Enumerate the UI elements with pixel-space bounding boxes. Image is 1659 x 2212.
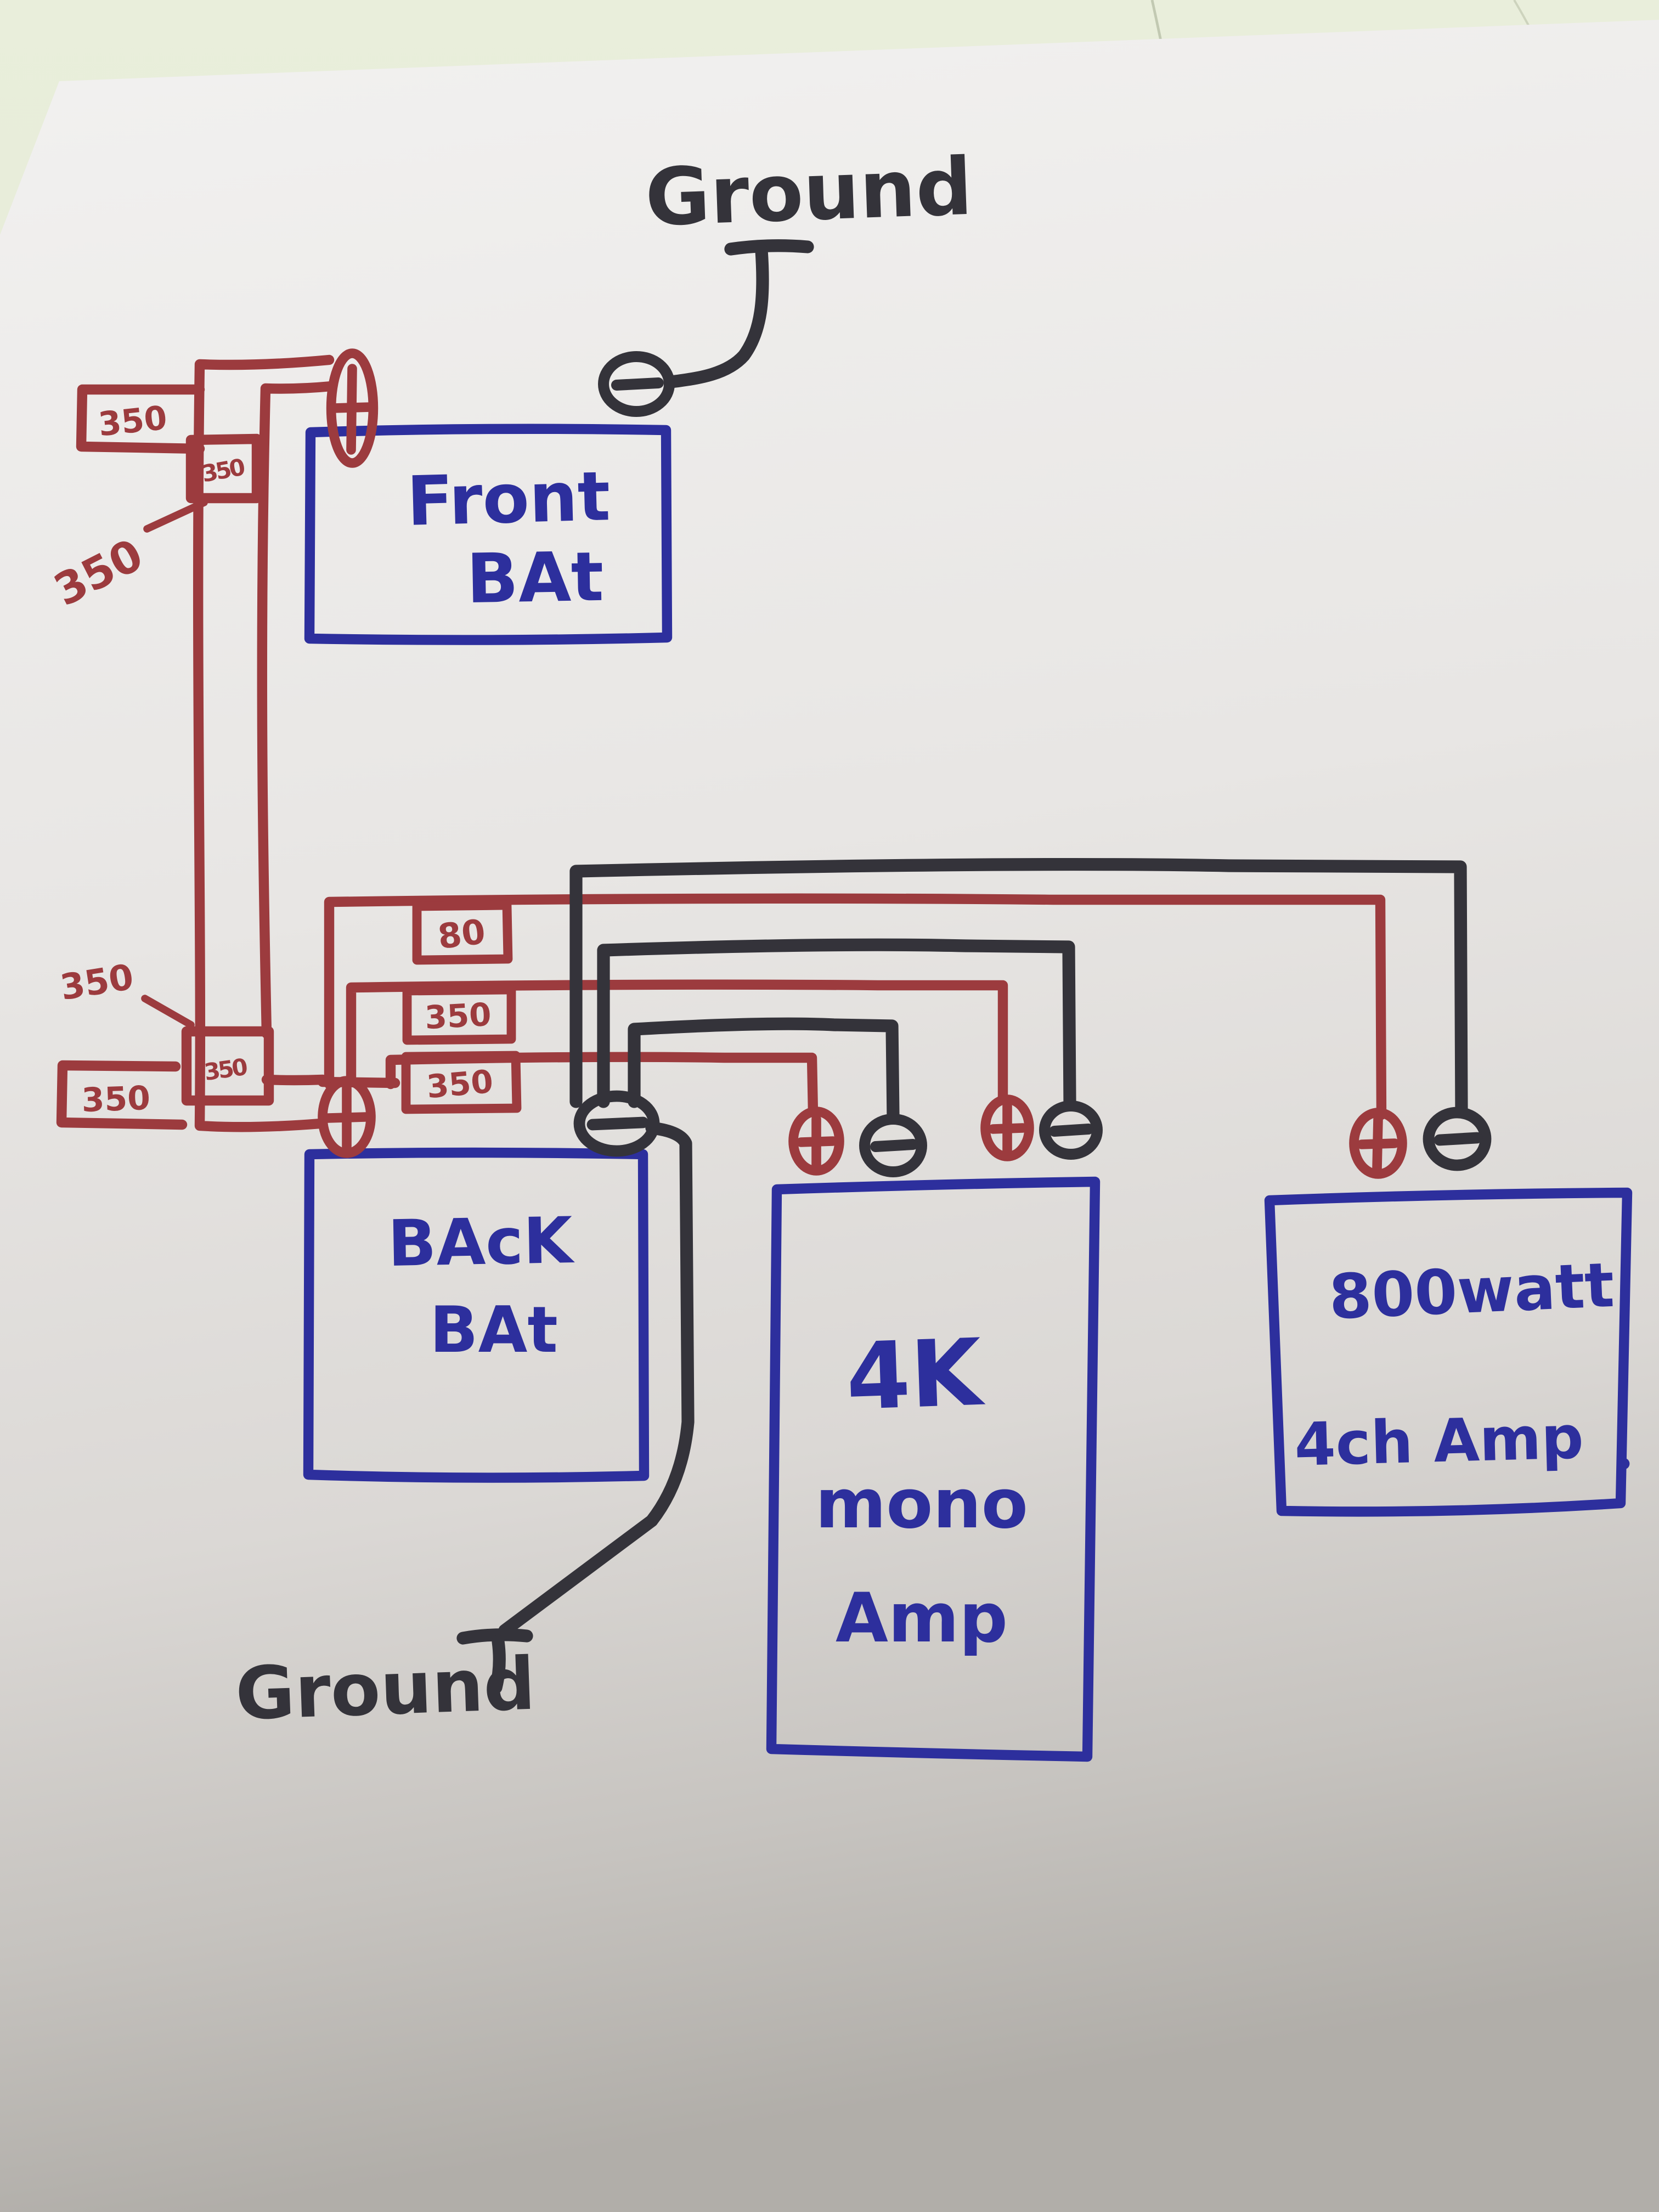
red-power-wiring	[56, 354, 1387, 1132]
black-ground-wiring	[456, 239, 1468, 1694]
back-battery-label-line2: BAt	[430, 1293, 558, 1367]
fuse-label-4k-b: 350	[425, 1063, 495, 1105]
front-battery-negative-terminal-icon	[598, 351, 675, 417]
wire-bottom-ground-stub	[489, 1635, 506, 1694]
fuse-label-front-feed-boxed: 350	[97, 399, 169, 444]
four-channel-amp-label-line1: 800watt	[1328, 1250, 1616, 1334]
back-battery-negative-terminal-icon	[573, 1090, 660, 1157]
fuse-box-back-feed-boxed	[56, 1060, 188, 1130]
mono-amp-label-line1: 4K	[844, 1319, 987, 1431]
handwritten-labels: Ground Front BAt BAcK BAt 4K mono Amp 80…	[46, 140, 1616, 1737]
wire-front-to-back-right-run	[257, 381, 337, 1039]
terminals	[318, 348, 1492, 1179]
component-boxes	[303, 424, 1633, 1762]
front-battery-label-line1: Front	[406, 457, 611, 541]
fuse-box-front-feed-inline	[185, 433, 262, 504]
front-battery-positive-terminal-icon	[326, 348, 379, 468]
back-battery-positive-terminal-icon	[318, 1076, 376, 1158]
fuse-box-4k-b	[401, 1051, 522, 1114]
wire-feed-800watt-amp	[324, 893, 1387, 1120]
fuse-box-front-feed-boxed	[76, 384, 205, 454]
stray-blue-mark	[1618, 1458, 1630, 1470]
mono-amp-positive-terminal-a-icon	[788, 1107, 844, 1176]
fuse-label-back-feed-boxed: 350	[81, 1079, 151, 1120]
four-channel-amp-positive-terminal-icon	[1349, 1108, 1407, 1179]
fuse-box-80	[412, 900, 513, 965]
ground-top-label: Ground	[644, 140, 974, 244]
mono-amp-label-line2: mono	[815, 1465, 1028, 1544]
wire-return-4k-negative-a	[628, 1017, 900, 1124]
front-battery-box	[304, 424, 673, 645]
four-channel-amp-negative-terminal-icon	[1423, 1107, 1492, 1171]
wire-front-ground-tbar	[724, 239, 814, 256]
mono-amp-label-line3: Amp	[836, 1579, 1008, 1658]
fuse-box-back-feed-inline	[181, 1026, 274, 1106]
fuse-box-4k-a	[402, 985, 516, 1045]
pointer-line-back-feed-note	[141, 995, 195, 1029]
fuse-label-back-feed-inline: 350	[202, 1053, 249, 1086]
back-battery-label-line1: BAcK	[387, 1204, 575, 1281]
mono-amp-negative-terminal-b-icon	[1039, 1101, 1103, 1160]
fuse-label-80: 80	[436, 911, 488, 957]
mono-amp-positive-terminal-b-icon	[980, 1094, 1034, 1161]
wire-front-ground-lead	[665, 244, 769, 388]
wire-bottom-ground-tbar	[456, 1628, 533, 1645]
pointer-line-front-feed-note	[143, 499, 208, 533]
wire-return-800watt-negative	[569, 857, 1468, 1117]
mono-amp-box	[766, 1176, 1101, 1762]
mono-amp-negative-terminal-a-icon	[859, 1114, 927, 1177]
back-battery-box	[303, 1147, 650, 1483]
wire-front-to-back-left-run	[193, 354, 335, 1132]
wire-back-battery-to-ground	[498, 1121, 695, 1637]
fuse-label-4k-a: 350	[424, 996, 492, 1036]
wire-return-4k-negative-b	[597, 938, 1076, 1108]
four-channel-amp-label-line2: 4ch Amp	[1294, 1403, 1584, 1480]
four-channel-amp-box	[1264, 1187, 1633, 1517]
ground-bottom-label: Ground	[234, 1642, 537, 1737]
front-battery-label-line2: BAt	[466, 538, 604, 619]
